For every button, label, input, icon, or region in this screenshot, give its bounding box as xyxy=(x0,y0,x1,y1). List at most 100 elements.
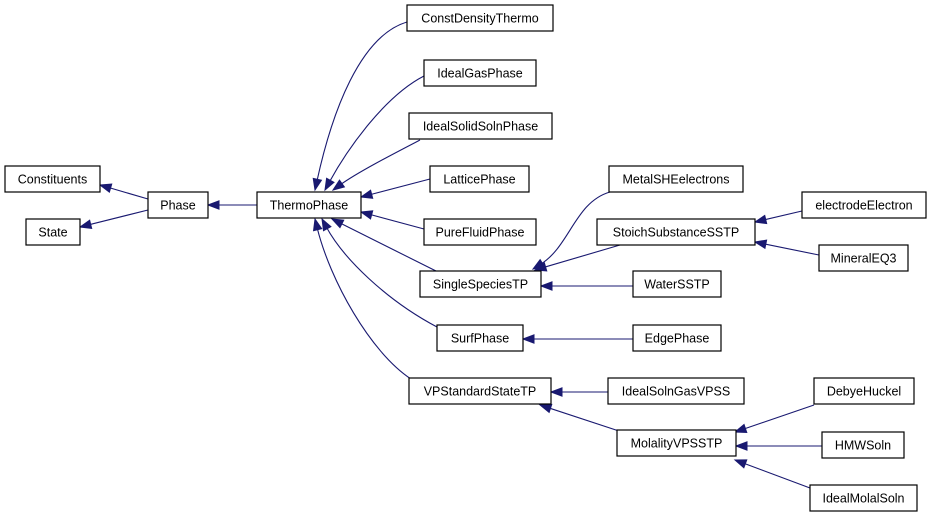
class-node-idealmolalsoln[interactable]: IdealMolalSoln xyxy=(809,484,918,512)
class-node-box[interactable] xyxy=(801,191,927,219)
class-node-box[interactable] xyxy=(423,218,537,246)
class-node-label: IdealSolidSolnPhase xyxy=(423,120,538,134)
class-node-metalsheelectrons[interactable]: MetalSHEelectrons xyxy=(608,165,744,193)
class-node-box[interactable] xyxy=(632,270,722,298)
arrowhead-icon xyxy=(324,177,335,192)
edge-line xyxy=(543,244,621,268)
edge-line xyxy=(328,75,425,183)
class-node-box[interactable] xyxy=(607,377,745,405)
class-node-state[interactable]: State xyxy=(25,218,81,246)
arrowhead-icon xyxy=(321,217,332,232)
class-node-mineraleq3[interactable]: MineralEQ3 xyxy=(818,244,909,272)
class-node-box[interactable] xyxy=(4,165,101,193)
class-node-electrodeelectron[interactable]: electrodeElectron xyxy=(801,191,927,219)
edge-line xyxy=(548,407,623,433)
arrowhead-icon xyxy=(98,183,113,193)
edge-mineraleq3-to-stoichsubstancesstp xyxy=(753,239,820,256)
arrowhead-icon xyxy=(330,218,345,229)
edge-line xyxy=(88,209,149,226)
class-node-label: DebyeHuckel xyxy=(827,385,901,399)
class-node-box[interactable] xyxy=(419,270,542,298)
class-node-idealsolngasvpss[interactable]: IdealSolnGasVPSS xyxy=(607,377,745,405)
class-node-box[interactable] xyxy=(423,59,537,87)
edge-line xyxy=(339,222,437,272)
class-node-box[interactable] xyxy=(147,191,209,219)
class-node-label: ThermoPhase xyxy=(270,199,349,213)
class-node-vpstandardstatetp[interactable]: VPStandardStateTP xyxy=(408,377,552,405)
edge-line xyxy=(743,404,815,430)
class-node-label: SurfPhase xyxy=(451,332,509,346)
class-node-phase[interactable]: Phase xyxy=(147,191,209,219)
class-node-label: IdealSolnGasVPSS xyxy=(622,385,730,399)
class-node-box[interactable] xyxy=(608,165,744,193)
arrowhead-icon xyxy=(312,217,323,232)
edge-line xyxy=(316,227,412,380)
edge-phase-to-state xyxy=(78,209,149,229)
class-node-singlespeciestp[interactable]: SingleSpeciesTP xyxy=(419,270,542,298)
edge-line xyxy=(743,462,811,489)
arrowhead-icon xyxy=(733,459,748,469)
class-node-label: Phase xyxy=(160,199,195,213)
arrowhead-icon xyxy=(312,177,323,192)
class-node-watersstp[interactable]: WaterSSTP xyxy=(632,270,722,298)
arrowhead-icon xyxy=(549,387,563,397)
class-node-label: WaterSSTP xyxy=(644,278,710,292)
class-node-label: HMWSoln xyxy=(835,439,891,453)
class-node-label: VPStandardStateTP xyxy=(424,385,537,399)
class-node-label: SingleSpeciesTP xyxy=(433,278,528,292)
class-node-label: MetalSHEelectrons xyxy=(623,173,730,187)
class-node-stoichsubstancesstp[interactable]: StoichSubstanceSSTP xyxy=(596,218,756,246)
class-node-box[interactable] xyxy=(809,484,918,512)
class-node-box[interactable] xyxy=(408,377,552,405)
class-node-constituents[interactable]: Constituents xyxy=(4,165,101,193)
class-node-label: EdgePhase xyxy=(645,332,710,346)
class-node-constdensitythermo[interactable]: ConstDensityThermo xyxy=(406,4,554,32)
class-node-box[interactable] xyxy=(429,165,530,193)
edge-singlespeciestp-to-thermophase xyxy=(330,218,437,272)
class-node-box[interactable] xyxy=(821,431,905,459)
edge-line xyxy=(369,178,431,196)
class-node-box[interactable] xyxy=(256,191,362,219)
arrowhead-icon xyxy=(753,214,768,225)
class-node-label: State xyxy=(38,226,67,240)
class-node-box[interactable] xyxy=(632,324,722,352)
class-node-box[interactable] xyxy=(436,324,524,352)
edge-line xyxy=(763,210,803,221)
class-node-thermophase[interactable]: ThermoPhase xyxy=(256,191,362,219)
edge-thermophase-to-phase xyxy=(206,200,257,210)
edge-molalityvpsstp-to-vpstandardstatetp xyxy=(538,403,623,433)
class-node-box[interactable] xyxy=(25,218,81,246)
edge-stoichsubstancesstp-to-singlespeciestp xyxy=(533,244,621,272)
class-node-box[interactable] xyxy=(406,4,554,32)
class-node-label: IdealMolalSoln xyxy=(823,492,905,506)
class-node-latticephase[interactable]: LatticePhase xyxy=(429,165,530,193)
class-node-label: MolalityVPSSTP xyxy=(631,437,723,451)
edge-latticephase-to-thermophase xyxy=(359,178,431,199)
edge-idealmolalsoln-to-molalityvpsstp xyxy=(733,459,811,489)
class-node-purefluidphase[interactable]: PureFluidPhase xyxy=(423,218,537,246)
edge-line xyxy=(316,21,408,182)
edge-line xyxy=(763,243,820,256)
class-node-hmwsoln[interactable]: HMWSoln xyxy=(821,431,905,459)
class-node-debyehuckel[interactable]: DebyeHuckel xyxy=(813,377,915,405)
class-node-box[interactable] xyxy=(408,112,553,140)
class-node-box[interactable] xyxy=(813,377,915,405)
class-node-box[interactable] xyxy=(818,244,909,272)
class-node-label: IdealGasPhase xyxy=(437,67,523,81)
edge-phase-to-constituents xyxy=(98,183,149,200)
arrowhead-icon xyxy=(521,334,535,344)
edge-idealsolidsolnphase-to-thermophase xyxy=(331,139,421,191)
class-node-edgephase[interactable]: EdgePhase xyxy=(632,324,722,352)
class-node-molalityvpsstp[interactable]: MolalityVPSSTP xyxy=(616,429,737,457)
class-node-box[interactable] xyxy=(596,218,756,246)
class-node-label: electrodeElectron xyxy=(815,199,912,213)
edge-debyehuckel-to-molalityvpsstp xyxy=(733,404,815,433)
class-node-idealgasphase[interactable]: IdealGasPhase xyxy=(423,59,537,87)
class-node-box[interactable] xyxy=(616,429,737,457)
edge-line xyxy=(339,139,421,186)
class-node-idealsolidsolnphase[interactable]: IdealSolidSolnPhase xyxy=(408,112,553,140)
class-node-surfphase[interactable]: SurfPhase xyxy=(436,324,524,352)
class-node-label: ConstDensityThermo xyxy=(421,12,538,26)
